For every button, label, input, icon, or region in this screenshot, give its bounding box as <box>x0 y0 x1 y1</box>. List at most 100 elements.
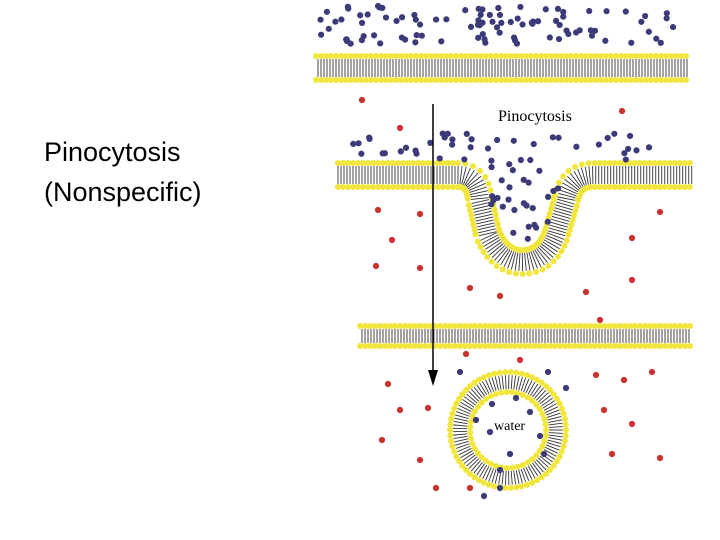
lipid-tail <box>461 166 467 185</box>
solute-particle <box>462 7 469 14</box>
lipid-head <box>519 392 526 399</box>
lipid-head <box>462 343 468 349</box>
lipid-head <box>427 323 433 329</box>
lipid-head <box>420 184 426 190</box>
lipid-head <box>593 53 599 59</box>
lipid-head <box>498 53 504 59</box>
lipid-head <box>438 53 444 59</box>
lipid-tail <box>570 173 582 188</box>
membrane-stage-3 <box>357 323 693 349</box>
lipid-head <box>382 323 388 329</box>
lipid-head <box>562 421 569 428</box>
lipid-head <box>410 184 416 190</box>
lipid-tail <box>559 189 577 197</box>
lipid-tail <box>518 252 521 271</box>
lipid-head <box>546 210 553 217</box>
lipid-head <box>459 391 466 398</box>
lipid-head <box>435 184 441 190</box>
lipid-head <box>653 53 659 59</box>
lipid-head <box>463 386 470 393</box>
lipid-head <box>470 221 477 228</box>
lipid-head <box>539 410 546 417</box>
lipid-head <box>353 53 359 59</box>
solute-particle <box>633 147 640 154</box>
solute-particle <box>554 5 562 13</box>
lipid-head <box>467 343 473 349</box>
lipid-head <box>547 323 553 329</box>
lipid-tail <box>466 393 478 404</box>
lipid-head <box>415 160 421 166</box>
lipid-head <box>597 323 603 329</box>
lipid-tail <box>479 382 488 396</box>
lipid-head <box>365 184 371 190</box>
lipid-head <box>522 343 528 349</box>
lipid-tail <box>515 376 520 390</box>
lipid-tail <box>529 464 539 477</box>
lipid-head <box>507 484 514 491</box>
lipid-tail <box>487 241 503 253</box>
solute-particle <box>398 34 405 41</box>
lipid-tail <box>462 452 475 462</box>
lipid-head <box>618 77 624 83</box>
lipid-head <box>502 369 509 376</box>
lipid-head <box>372 323 378 329</box>
lipid-head <box>468 53 474 59</box>
lipid-head <box>596 160 603 166</box>
lipid-head <box>373 77 379 83</box>
lipid-head <box>348 53 354 59</box>
lipid-head <box>474 238 481 245</box>
lipid-head <box>666 184 673 190</box>
lipid-head <box>472 343 478 349</box>
water-particle <box>416 264 424 272</box>
lipid-head <box>513 484 520 491</box>
lipid-head <box>476 477 482 484</box>
lipid-tail <box>478 231 497 237</box>
lipid-head <box>467 323 473 329</box>
lipid-tail <box>454 417 469 422</box>
lipid-head <box>556 453 563 460</box>
lipid-head <box>566 226 573 233</box>
lipid-head <box>482 457 489 464</box>
lipid-head <box>452 323 458 329</box>
lipid-head <box>587 343 593 349</box>
lipid-head <box>546 467 553 474</box>
lipid-head <box>602 323 608 329</box>
lipid-head <box>616 160 623 166</box>
lipid-tail <box>458 404 472 412</box>
solute-particle <box>560 13 567 20</box>
lipid-head <box>549 200 556 207</box>
solute-particle <box>562 384 570 392</box>
lipid-head <box>658 53 664 59</box>
water-particle <box>656 454 664 462</box>
water-particle <box>424 404 432 412</box>
lipid-head <box>488 53 494 59</box>
solute-particle <box>565 30 572 38</box>
lipid-tail <box>478 228 496 234</box>
lipid-head <box>453 77 459 83</box>
lipid-head <box>499 266 506 273</box>
lipid-head <box>428 53 434 59</box>
lipid-head <box>448 437 455 444</box>
solute-particle <box>486 11 493 19</box>
lipid-head <box>542 383 549 390</box>
solute-particle <box>645 28 652 35</box>
solute-particle <box>489 18 496 25</box>
solute-particle <box>374 2 382 10</box>
lipid-tail <box>523 378 530 393</box>
lipid-head <box>512 343 518 349</box>
lipid-tail <box>550 221 568 228</box>
lipid-head <box>572 343 578 349</box>
lipid-head <box>335 160 341 166</box>
solute-particle <box>488 164 495 171</box>
lipid-head <box>457 343 463 349</box>
solute-particle <box>398 14 406 21</box>
lipid-head <box>437 323 443 329</box>
lipid-head <box>467 435 474 442</box>
lipid-tail <box>485 379 492 393</box>
lipid-tail <box>539 455 551 466</box>
lipid-head <box>447 432 454 439</box>
lipid-tail <box>483 236 500 247</box>
lipid-head <box>362 323 368 329</box>
water-particle <box>618 107 626 115</box>
solute-particle <box>645 144 653 151</box>
